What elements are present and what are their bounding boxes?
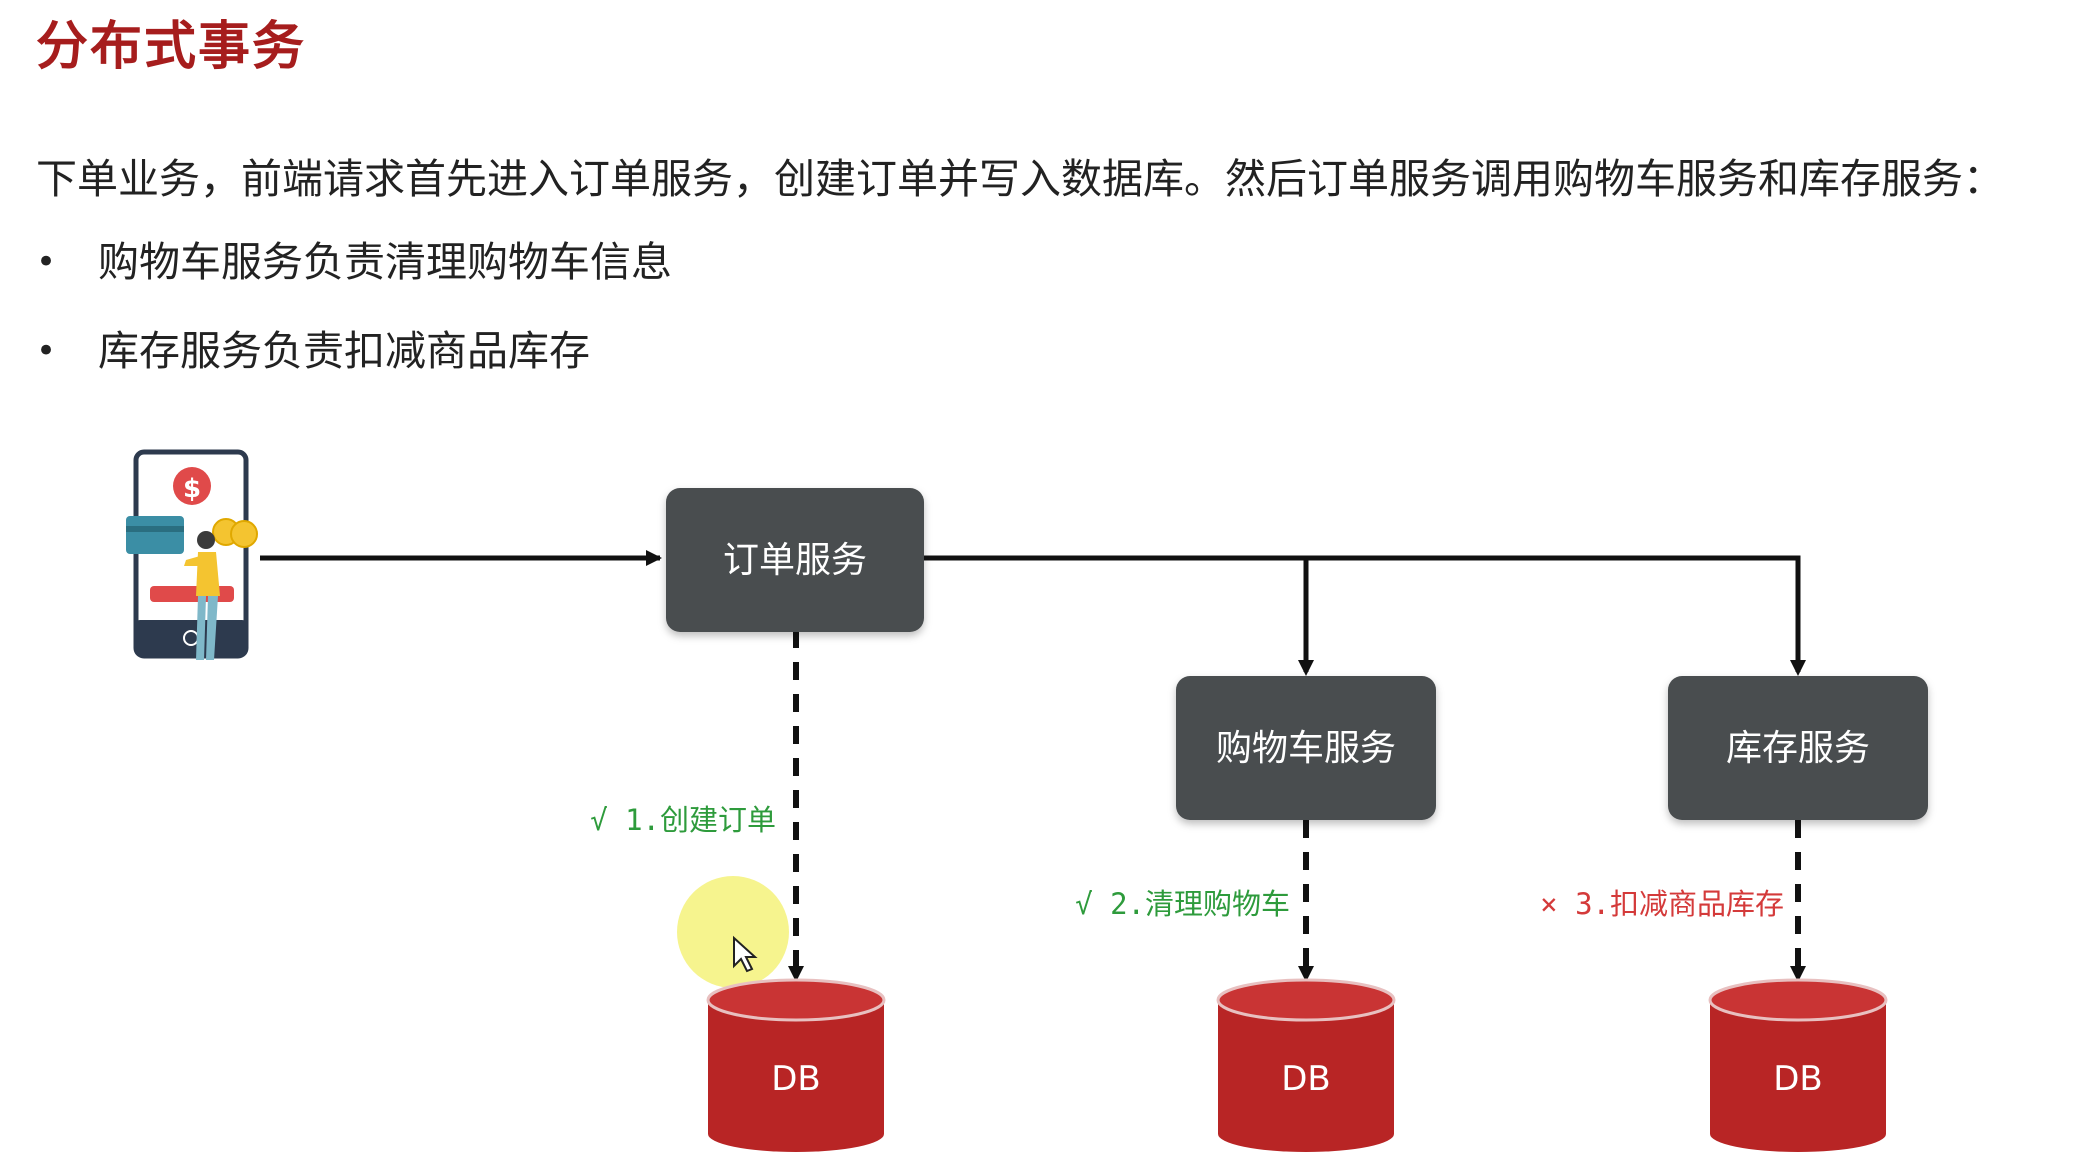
bullet-marker: •: [36, 331, 57, 371]
stock-service-box: 库存服务: [1668, 676, 1928, 820]
order-to-stock-connector: [922, 555, 1801, 672]
cart-service-box: 购物车服务: [1176, 676, 1436, 820]
cart-service-label: 购物车服务: [1216, 728, 1396, 769]
intro-paragraph: 下单业务，前端请求首先进入订单服务，创建订单并写入数据库。然后订单服务调用购物车…: [36, 155, 2004, 203]
stock-db-icon: DB: [1708, 978, 1888, 1152]
cart-db-icon: DB: [1216, 978, 1396, 1152]
bullet-list: • 购物车服务负责清理购物车信息 • 库存服务负责扣减商品库存: [36, 232, 672, 410]
order-db-icon: DB: [706, 978, 886, 1152]
bullet-text-stock: 库存服务负责扣减商品库存: [98, 327, 590, 375]
step-create-order: √ 1.创建订单: [590, 803, 776, 837]
order-service-label: 订单服务: [723, 540, 867, 581]
step-deduct-stock: × 3.扣减商品库存: [1540, 887, 1784, 921]
bullet-item-stock: • 库存服务负责扣减商品库存: [36, 321, 672, 381]
bullet-marker: •: [36, 242, 57, 282]
mouse-pointer-icon: [733, 935, 758, 973]
dollar-badge-text: $: [183, 474, 201, 504]
order-service-box: 订单服务: [666, 488, 924, 632]
step-clear-cart: √ 2.清理购物车: [1075, 887, 1290, 921]
stock-service-label: 库存服务: [1726, 728, 1870, 769]
order-db-label: DB: [771, 1059, 821, 1099]
cursor-highlight: [677, 876, 789, 988]
stock-db-label: DB: [1773, 1059, 1823, 1099]
mobile-payment-icon: $: [126, 449, 258, 660]
cart-db-label: DB: [1281, 1059, 1331, 1099]
bullet-text-cart: 购物车服务负责清理购物车信息: [98, 238, 672, 286]
page-title: 分布式事务: [36, 17, 307, 77]
bullet-item-cart: • 购物车服务负责清理购物车信息: [36, 232, 672, 292]
